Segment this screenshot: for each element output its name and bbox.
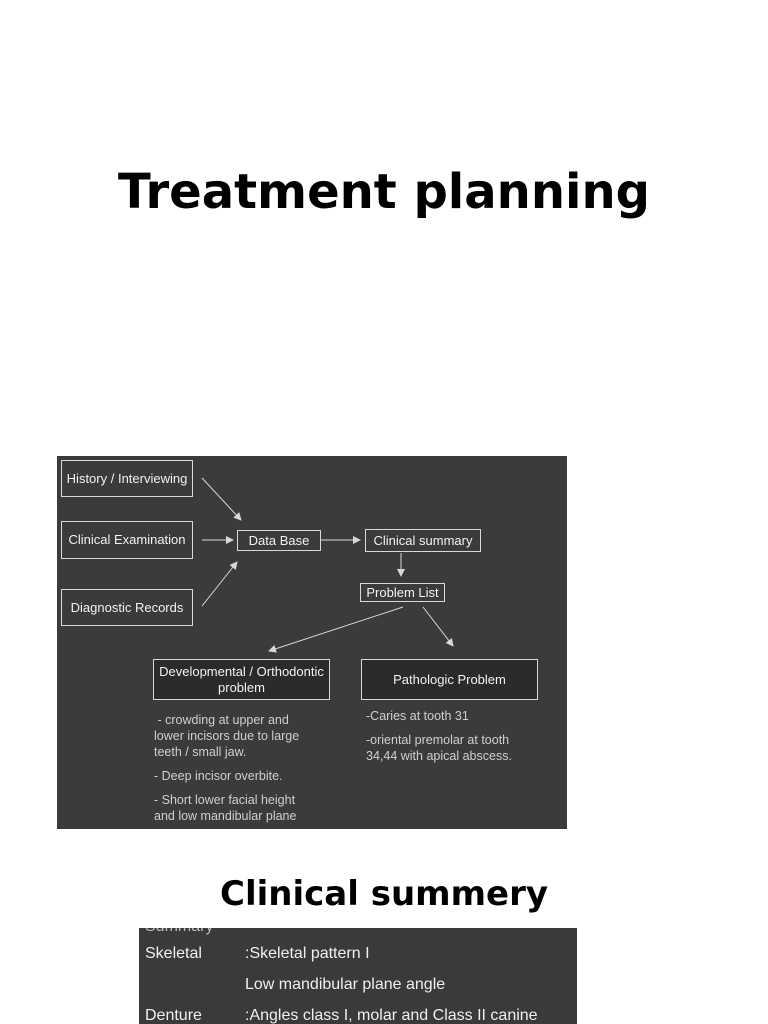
data-base-box: Data Base bbox=[237, 530, 321, 551]
section-heading: Clinical summery bbox=[220, 874, 548, 914]
developmental-problem-box: Developmental / Orthodontic problem bbox=[153, 659, 330, 700]
summary-value: Low mandibular plane angle bbox=[245, 976, 446, 993]
arrow-problemlist-to-pathologic bbox=[422, 606, 454, 647]
note-line: and low mandibular plane bbox=[154, 809, 297, 823]
note-line: teeth / small jaw. bbox=[154, 745, 247, 759]
arrow-records-to-database bbox=[201, 561, 238, 607]
summary-value: :Skeletal pattern I bbox=[245, 945, 370, 962]
note-line: - crowding at upper and bbox=[154, 713, 289, 727]
flowchart-connectors bbox=[201, 477, 454, 653]
developmental-notes: - crowding at upper and lower incisors d… bbox=[154, 712, 299, 824]
clinical-exam-box: Clinical Examination bbox=[61, 521, 193, 559]
arrow-history-to-database bbox=[201, 477, 242, 521]
pathologic-problem-box: Pathologic Problem bbox=[361, 659, 538, 700]
flowchart-image: History / Interviewing Clinical Examinat… bbox=[57, 456, 567, 829]
page-title: Treatment planning bbox=[118, 164, 650, 220]
clinical-summary-image: Summary Skeletal :Skeletal pattern I Low… bbox=[139, 928, 577, 1024]
problem-list-box: Problem List bbox=[360, 583, 445, 602]
history-box: History / Interviewing bbox=[61, 460, 193, 497]
note-line: -oriental premolar at tooth bbox=[366, 733, 510, 747]
note-line: - Deep incisor overbite. bbox=[154, 769, 283, 783]
note-line: -Caries at tooth 31 bbox=[366, 709, 469, 723]
developmental-line-2: problem bbox=[218, 679, 265, 695]
summary-label: Denture bbox=[145, 1007, 202, 1024]
note-line: lower incisors due to large bbox=[154, 729, 300, 743]
diagnostic-records-box: Diagnostic Records bbox=[61, 589, 193, 626]
summary-value: :Angles class I, molar and Class II cani… bbox=[245, 1007, 538, 1024]
arrow-problemlist-to-developmental bbox=[268, 606, 404, 653]
summary-cut-heading: Summary bbox=[145, 928, 213, 936]
note-line: - Short lower facial height bbox=[154, 793, 296, 807]
summary-label: Skeletal bbox=[145, 945, 202, 962]
pathologic-notes: -Caries at tooth 31 -oriental premolar a… bbox=[366, 708, 512, 764]
note-line: 34,44 with apical abscess. bbox=[366, 749, 512, 763]
developmental-line-1: Developmental / Orthodontic bbox=[159, 663, 324, 679]
clinical-summary-box: Clinical summary bbox=[365, 529, 481, 552]
